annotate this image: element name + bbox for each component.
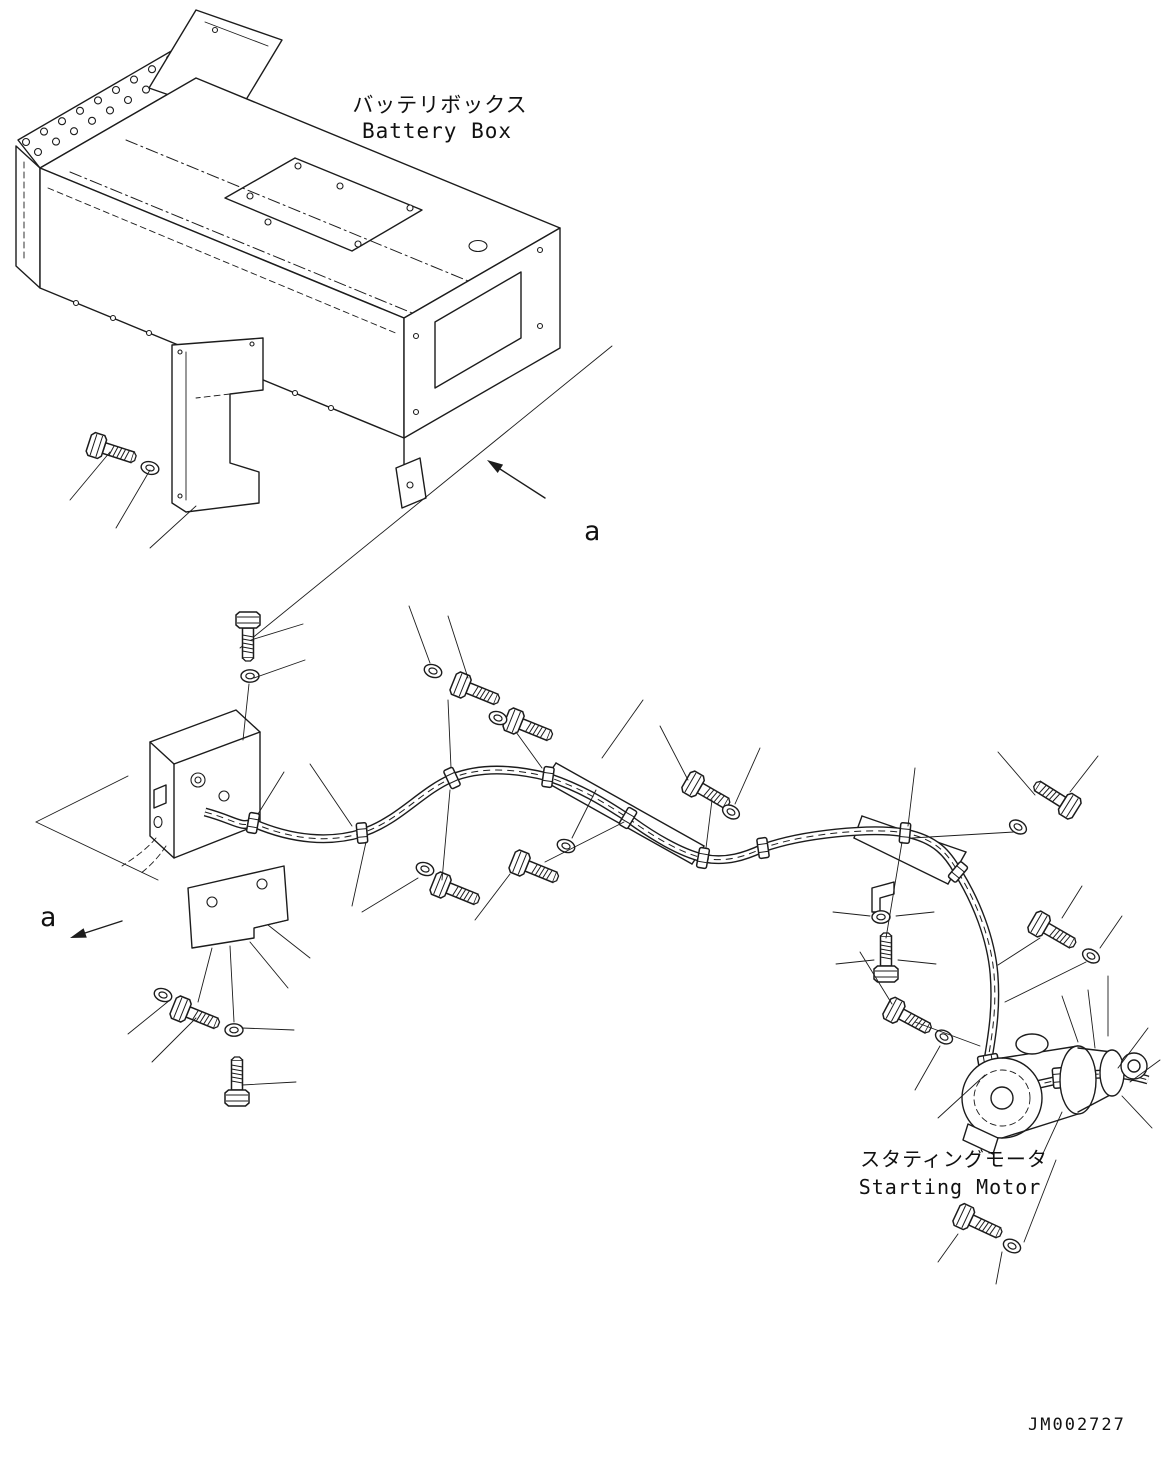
view-a-label-top: a <box>584 516 600 547</box>
battery-lid <box>224 157 423 252</box>
bolt-icon <box>500 706 557 749</box>
washer-icon <box>871 910 891 924</box>
bolt-icon <box>235 611 261 662</box>
bolt-icon <box>1025 908 1082 956</box>
cable-clamp-icon <box>898 821 912 845</box>
battery-box-label-jp: バッテリボックス <box>352 93 527 117</box>
bolt-icon <box>84 430 140 471</box>
detail-boundary-line <box>239 345 613 649</box>
bolt-icon <box>167 994 224 1037</box>
view-arrow-a-top: a <box>487 460 600 547</box>
washer-icon <box>151 985 175 1005</box>
battery-cable-harness <box>203 765 1150 1097</box>
bolt-icon <box>880 995 937 1041</box>
bolt-icon <box>427 870 484 913</box>
washer-icon <box>240 669 260 683</box>
support-leg <box>395 437 427 509</box>
relay-assembly <box>121 709 261 875</box>
relay-mounting-bracket <box>187 865 289 949</box>
battery-box <box>15 9 561 509</box>
access-opening <box>434 271 522 389</box>
washer-icon <box>1006 816 1030 838</box>
bolt-icon <box>506 848 563 891</box>
cable-clamp-icon <box>540 765 556 789</box>
washer-icon <box>1000 1235 1024 1257</box>
bolt-icon <box>224 1056 250 1107</box>
bolt-icon <box>1027 773 1084 822</box>
bolt-icon <box>447 670 504 713</box>
drawing-number: JM002727 <box>1028 1415 1126 1435</box>
side-cover-bracket <box>171 337 264 513</box>
leader-lines <box>69 451 1161 1285</box>
battery-box-label-en: Battery Box <box>362 119 512 143</box>
washer-icon <box>413 859 437 879</box>
view-a-label-side: a <box>40 902 56 933</box>
cable-clamp-icon <box>695 846 711 870</box>
bolt-icon <box>950 1201 1007 1246</box>
washer-icon <box>139 458 161 478</box>
view-arrow-a-side: a <box>40 902 123 938</box>
washer-icon <box>554 836 578 856</box>
cable-clamp-icon <box>755 836 771 860</box>
washer-icon <box>421 661 445 681</box>
starting-motor-label-en: Starting Motor <box>859 1175 1042 1199</box>
bolt-icon <box>873 932 899 983</box>
starting-motor-label-jp: スタティングモータ <box>860 1147 1048 1171</box>
cable-clamp-icon <box>355 821 369 845</box>
washer-icon <box>224 1023 244 1037</box>
clip-bracket <box>871 881 895 913</box>
